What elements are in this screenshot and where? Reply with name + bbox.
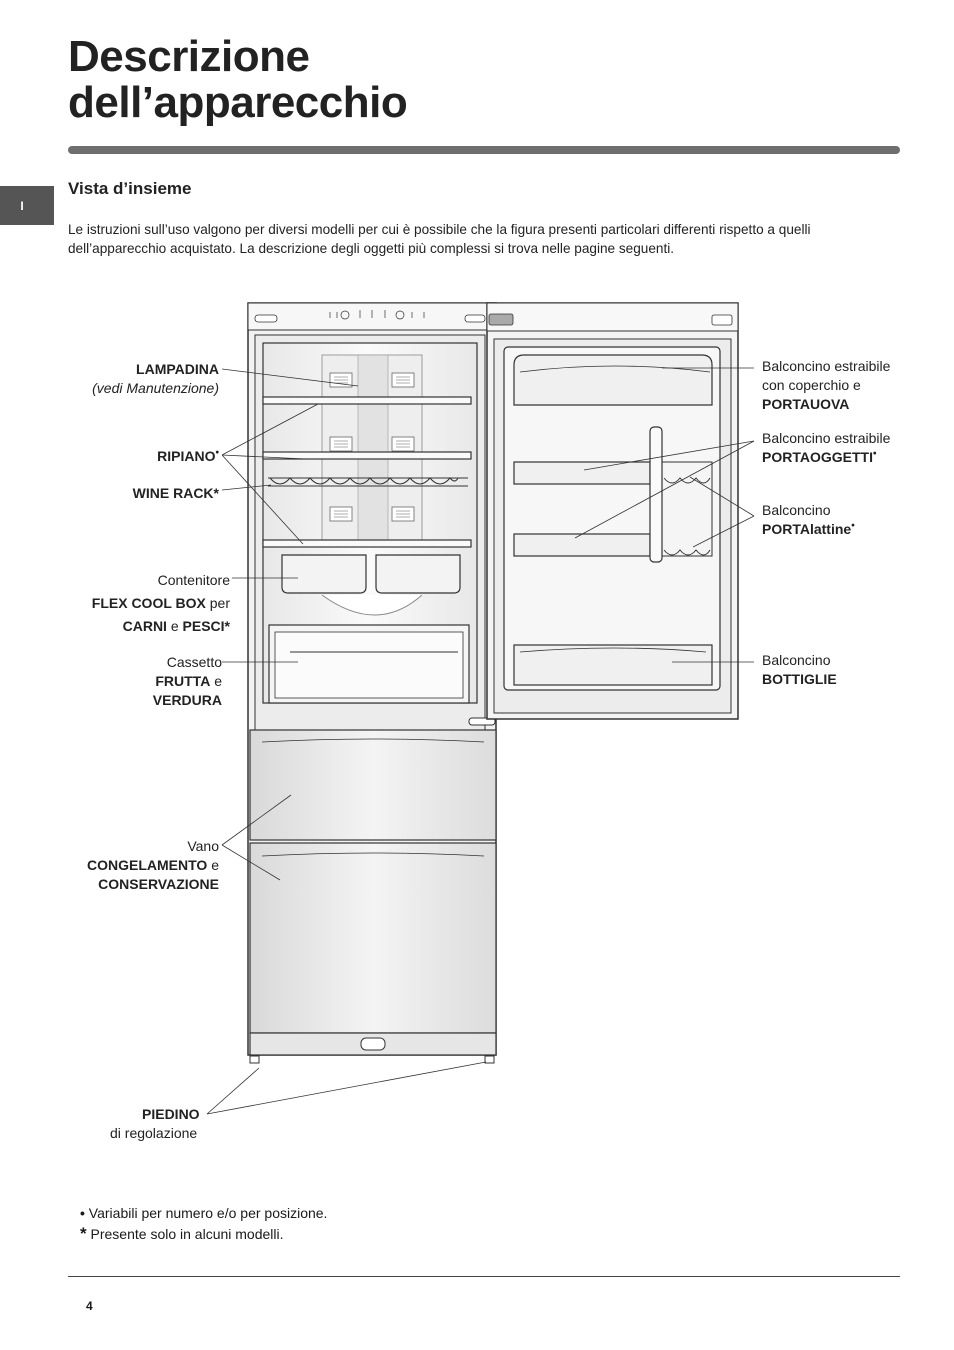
label-flex-line2b: per xyxy=(205,595,230,611)
feet xyxy=(249,1055,495,1064)
label-portalattine: Balconcino PORTAlattine• xyxy=(762,501,855,539)
control-panel xyxy=(329,310,425,320)
label-flex-carni: CARNI xyxy=(122,618,167,634)
freezer-drawers xyxy=(249,729,497,1056)
asterisk-marker: * xyxy=(213,485,219,501)
title-divider xyxy=(68,146,900,154)
label-piedino-title: PIEDINO xyxy=(142,1106,200,1122)
label-cassetto-line1: Cassetto xyxy=(166,654,222,670)
label-cassetto-verdura: VERDURA xyxy=(152,692,222,708)
section-subtitle: Vista d’insieme xyxy=(68,179,192,198)
footnote-bullet: • Variabili per numero e/o per posizione… xyxy=(80,1205,327,1221)
label-flex-line1: Contenitore xyxy=(157,572,230,588)
label-cassetto: Cassetto FRUTTA e VERDURA xyxy=(153,653,222,710)
label-piedino: PIEDINO di regolazione xyxy=(110,1105,200,1143)
label-piedino-sub: di regolazione xyxy=(110,1125,198,1141)
label-vano-and: e xyxy=(207,857,219,873)
language-tab-label: I xyxy=(20,198,24,213)
label-portaoggetti-line2: PORTAOGGETTI xyxy=(762,449,873,465)
label-flex-pesci: PESCI xyxy=(182,618,225,634)
label-lampadina: LAMPADINA (vedi Manutenzione) xyxy=(92,360,219,398)
footnote-asterisk-text: Presente solo in alcuni modelli. xyxy=(86,1226,284,1242)
label-portauova: Balconcino estraibile con coperchio e PO… xyxy=(762,357,890,414)
wine-rack xyxy=(268,477,468,487)
shelves xyxy=(262,396,472,548)
label-flex-cool-box: Contenitore FLEX COOL BOX per CARNI e PE… xyxy=(92,569,230,638)
intro-paragraph: Le istruzioni sull’uso valgono per diver… xyxy=(68,222,811,256)
footnote-bullet-text: Variabili per numero e/o per posizione. xyxy=(84,1205,328,1221)
label-flex-and: e xyxy=(166,618,183,634)
label-cassetto-frutta: FRUTTA xyxy=(155,673,211,689)
bullet-marker: • xyxy=(851,520,855,532)
label-wine-rack: WINE RACK* xyxy=(133,484,219,503)
label-ripiano: RIPIANO• xyxy=(157,447,219,466)
label-bottiglie: Balconcino BOTTIGLIE xyxy=(762,651,837,689)
crisper-drawer xyxy=(268,624,470,704)
label-vano-conservazione: CONSERVAZIONE xyxy=(98,876,219,892)
language-tab: I xyxy=(0,186,54,225)
label-vano-congelamento: CONGELAMENTO xyxy=(87,857,208,873)
label-portaoggetti: Balconcino estraibile PORTAOGGETTI• xyxy=(762,429,890,467)
label-portauova-line2: con coperchio e xyxy=(762,377,861,393)
label-vano: Vano CONGELAMENTO e CONSERVAZIONE xyxy=(87,837,219,894)
label-vano-line1: Vano xyxy=(187,838,219,854)
bullet-marker: • xyxy=(215,447,219,459)
label-lampadina-title: LAMPADINA xyxy=(136,361,219,377)
label-portalattine-line2: PORTAlattine xyxy=(762,521,852,537)
leader-lines xyxy=(206,367,755,1115)
footer-divider xyxy=(68,1276,900,1277)
label-lampadina-note: (vedi Manutenzione) xyxy=(92,380,219,396)
flex-cool-boxes xyxy=(281,554,461,594)
title-line-2: dell’apparecchio xyxy=(68,78,408,127)
label-portauova-line1: Balconcino estraibile xyxy=(762,358,891,374)
label-wine-rack-text: WINE RACK xyxy=(132,485,214,501)
asterisk-symbol: * xyxy=(80,1224,87,1243)
label-bottiglie-line1: Balconcino xyxy=(762,652,831,668)
footnote-asterisk: * Presente solo in alcuni modelli. xyxy=(80,1224,284,1244)
label-portauova-line3: PORTAUOVA xyxy=(762,396,850,412)
bullet-symbol: • xyxy=(80,1205,85,1221)
label-portalattine-line1: Balconcino xyxy=(762,502,831,518)
label-ripiano-text: RIPIANO xyxy=(157,448,216,464)
label-cassetto-and: e xyxy=(210,673,222,689)
open-door xyxy=(486,302,739,720)
page-number: 4 xyxy=(86,1299,93,1313)
page-title: Descrizione dell’apparecchio xyxy=(68,32,408,127)
title-line-1: Descrizione xyxy=(68,32,310,81)
asterisk-marker: * xyxy=(224,618,230,634)
label-flex-line2: FLEX COOL BOX xyxy=(91,595,206,611)
label-portaoggetti-line1: Balconcino estraibile xyxy=(762,430,891,446)
bullet-marker: • xyxy=(872,448,877,460)
fridge-cabinet xyxy=(247,302,497,1064)
label-bottiglie-line2: BOTTIGLIE xyxy=(762,671,837,687)
